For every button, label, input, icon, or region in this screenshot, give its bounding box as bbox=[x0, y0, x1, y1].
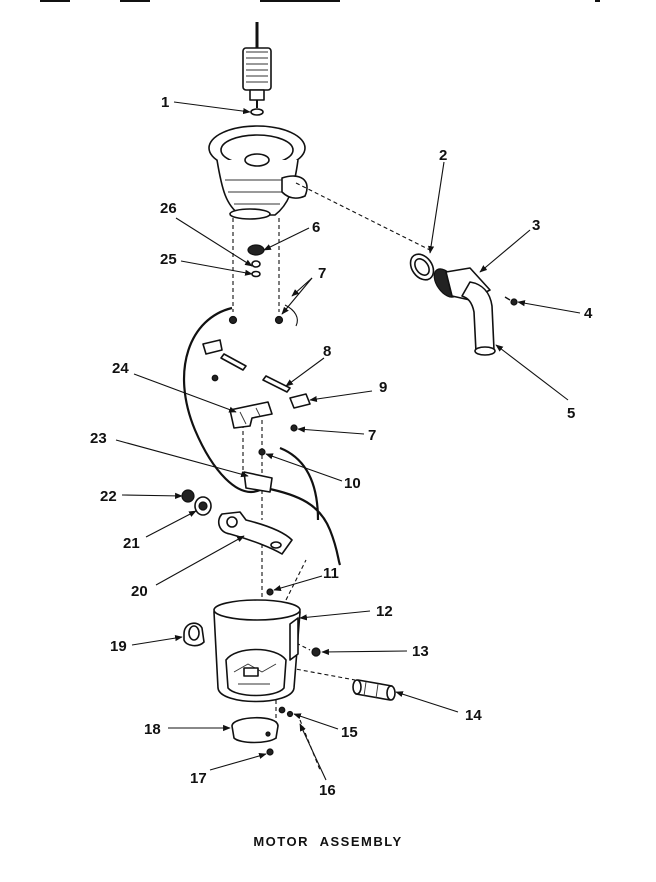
callout-18: 18 bbox=[144, 721, 161, 738]
clip-part-9 bbox=[289, 393, 311, 409]
alignment-dashlines bbox=[232, 218, 356, 771]
callout-1: 1 bbox=[161, 94, 169, 111]
callout-9: 9 bbox=[379, 379, 387, 396]
nut-washer-parts-6-25-26 bbox=[247, 244, 265, 278]
callout-19: 19 bbox=[110, 638, 127, 655]
washer-part-1 bbox=[250, 108, 264, 116]
hose-elbow-part-3-5 bbox=[433, 267, 496, 356]
callout-7-right: 7 bbox=[368, 427, 376, 444]
screws-part-7 bbox=[228, 315, 298, 432]
callout-labels: 1 2 3 4 5 6 7 7 7 8 9 10 11 12 13 14 15 … bbox=[90, 94, 593, 799]
callout-20: 20 bbox=[131, 583, 148, 600]
callout-15: 15 bbox=[341, 724, 358, 741]
screw-part-15 bbox=[278, 706, 294, 718]
callout-10: 10 bbox=[344, 475, 361, 492]
screw-part-10 bbox=[258, 448, 266, 456]
screw-part-4 bbox=[504, 296, 518, 306]
rotor-shaft bbox=[242, 22, 272, 108]
screw-part-11 bbox=[266, 588, 274, 596]
capacitor-part-14 bbox=[352, 679, 396, 701]
callout-8: 8 bbox=[323, 343, 331, 360]
callout-25: 25 bbox=[160, 251, 177, 268]
callout-6: 6 bbox=[312, 219, 320, 236]
callout-7-top: 7 bbox=[318, 265, 326, 282]
callout-11: 11 bbox=[323, 565, 339, 582]
clip-part-19 bbox=[183, 622, 205, 647]
motor-housing-part-12 bbox=[213, 599, 301, 703]
callout-21: 21 bbox=[123, 535, 140, 552]
callout-2: 2 bbox=[439, 147, 447, 164]
housing-to-hose-dashline bbox=[295, 182, 431, 251]
upper-housing bbox=[208, 125, 308, 220]
connector-part-23 bbox=[243, 471, 273, 493]
nut-part-22 bbox=[181, 489, 195, 503]
callout-22: 22 bbox=[100, 488, 117, 505]
screw-part-13 bbox=[311, 647, 321, 657]
callout-13: 13 bbox=[412, 643, 429, 660]
callout-14: 14 bbox=[465, 707, 482, 724]
screw-part-17 bbox=[266, 748, 274, 756]
callout-24: 24 bbox=[112, 360, 129, 377]
wire-harness bbox=[182, 306, 342, 566]
callout-3: 3 bbox=[532, 217, 540, 234]
bottom-plate-part-18 bbox=[231, 716, 279, 744]
callout-5: 5 bbox=[567, 405, 575, 422]
callout-23: 23 bbox=[90, 430, 107, 447]
switch-bracket-part-24 bbox=[229, 401, 273, 429]
clamp-ring-part-2 bbox=[409, 253, 435, 281]
callout-12: 12 bbox=[376, 603, 393, 620]
callout-leaders bbox=[115, 101, 581, 781]
callout-17: 17 bbox=[190, 770, 207, 787]
callout-26: 26 bbox=[160, 200, 177, 217]
grommet-part-21 bbox=[194, 496, 212, 516]
callout-16: 16 bbox=[319, 782, 336, 799]
diagram-title: MOTOR ASSEMBLY bbox=[253, 834, 403, 849]
pin-part-8 bbox=[262, 375, 291, 393]
mounting-bracket-part-20 bbox=[217, 511, 293, 555]
clip-part-7 bbox=[284, 304, 298, 327]
callout-4: 4 bbox=[584, 305, 593, 322]
clip-and-pin-left bbox=[202, 339, 247, 382]
